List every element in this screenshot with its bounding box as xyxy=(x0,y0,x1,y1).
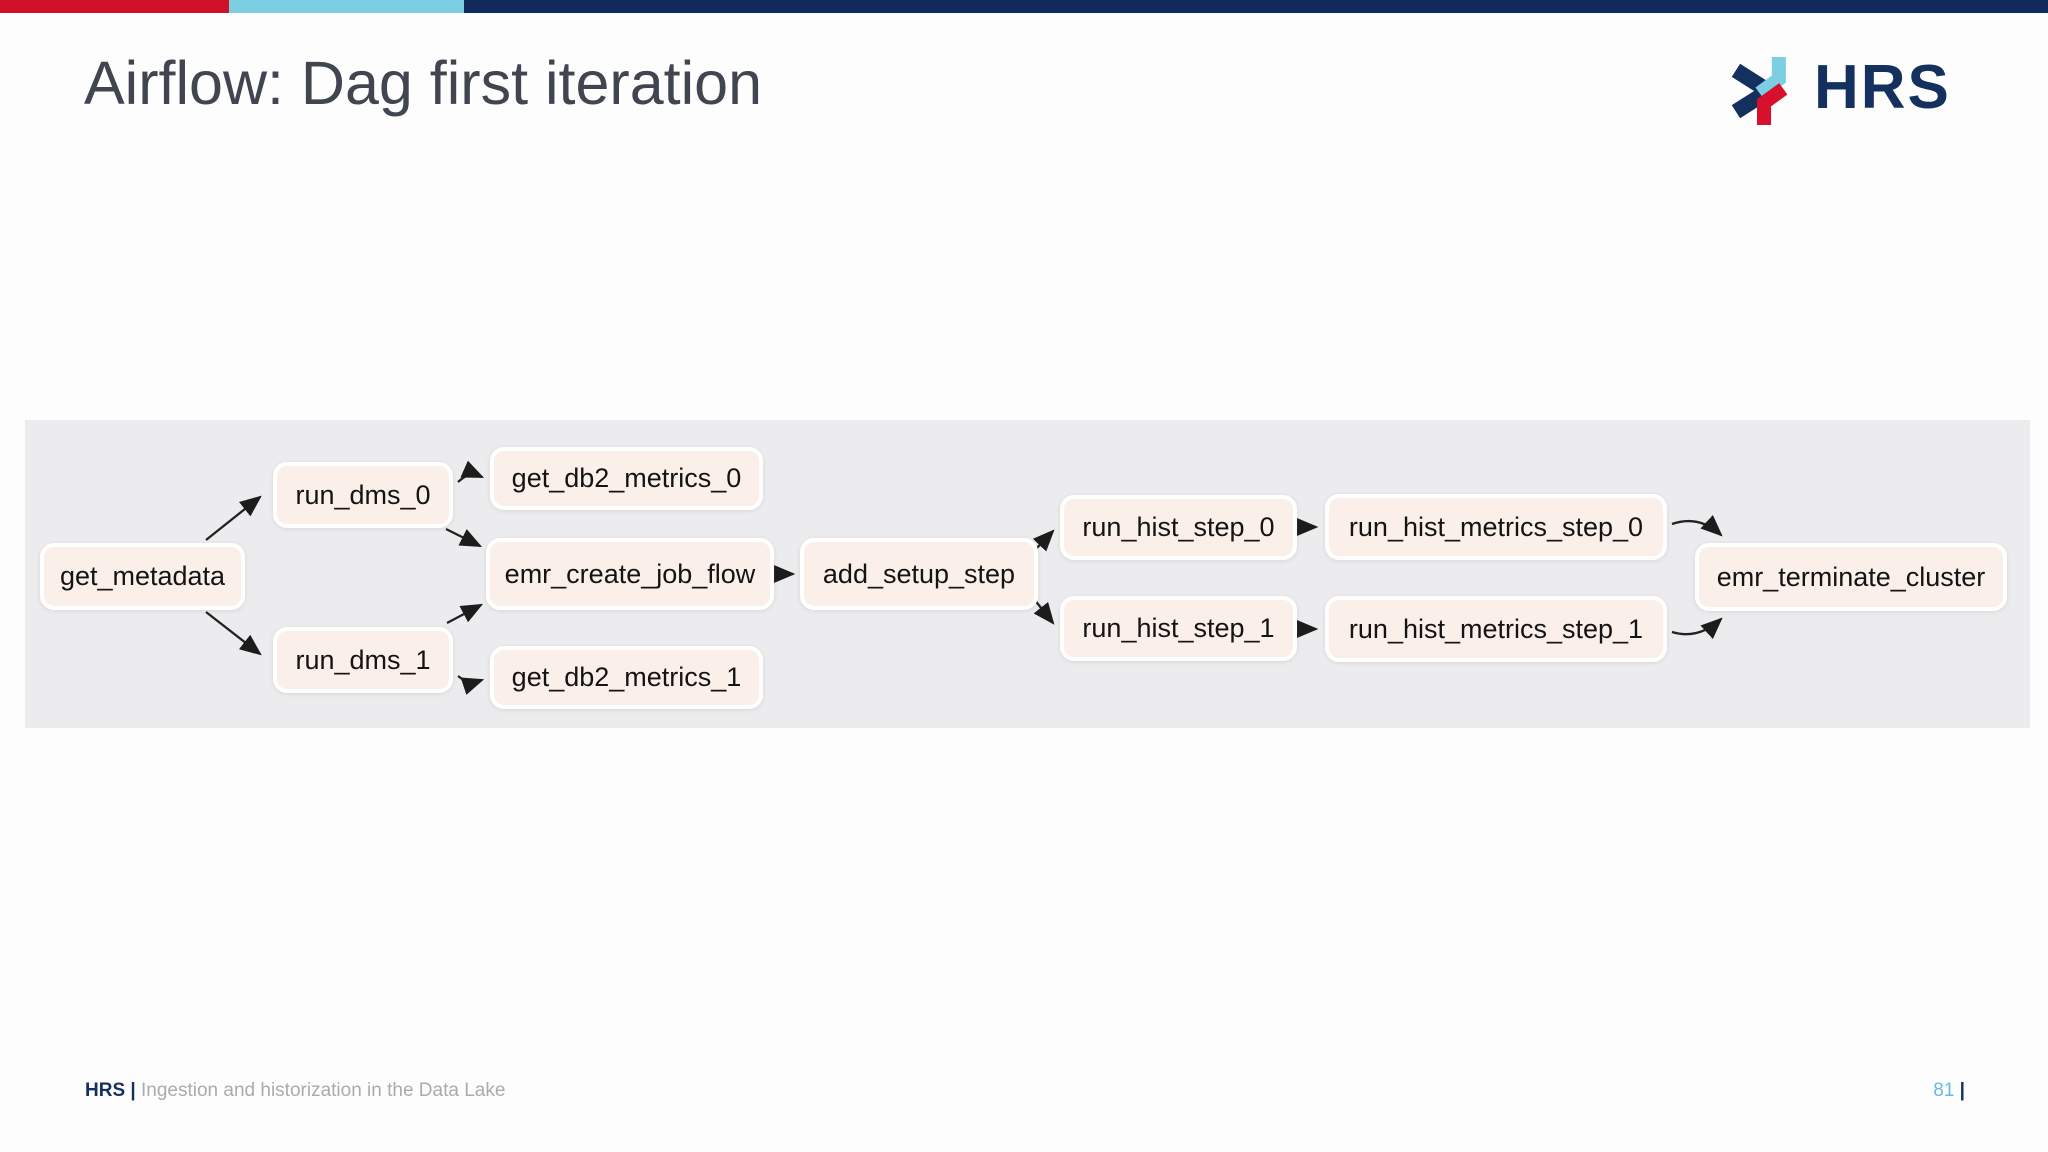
dag-node-get_metadata: get_metadata xyxy=(40,543,245,610)
hrs-logo-star-icon xyxy=(1731,56,1788,126)
top-bar-blue-segment xyxy=(229,0,464,13)
dag-node-run_dms_0: run_dms_0 xyxy=(273,462,453,528)
dag-node-run_hist_step_1: run_hist_step_1 xyxy=(1060,596,1297,661)
footer-left: HRS | Ingestion and historization in the… xyxy=(85,1080,505,1102)
dag-node-emr_terminate_cluster: emr_terminate_cluster xyxy=(1695,543,2007,611)
footer-subtitle: Ingestion and historization in the Data … xyxy=(141,1080,506,1101)
dag-node-add_setup_step: add_setup_step xyxy=(800,538,1038,610)
slide-footer: HRS | Ingestion and historization in the… xyxy=(0,1078,2048,1104)
dag-node-get_db2_metrics_1: get_db2_metrics_1 xyxy=(490,646,763,709)
dag-node-run_hist_metrics_step_0: run_hist_metrics_step_0 xyxy=(1325,494,1667,560)
footer-brand: HRS xyxy=(85,1080,126,1101)
top-bar-navy-segment xyxy=(464,0,2048,13)
dag-node-run_dms_1: run_dms_1 xyxy=(273,627,453,693)
footer-separator: | xyxy=(130,1080,136,1101)
dag-node-run_hist_metrics_step_1: run_hist_metrics_step_1 xyxy=(1325,596,1667,662)
hrs-logo-text: HRS xyxy=(1814,53,1951,122)
top-bar-red-segment xyxy=(0,0,229,13)
page-number-separator: | xyxy=(1959,1080,1965,1101)
dag-node-emr_create_job_flow: emr_create_job_flow xyxy=(486,538,774,610)
top-accent-bar xyxy=(0,0,2048,13)
page-number: 81 xyxy=(1933,1080,1955,1101)
dag-node-get_db2_metrics_0: get_db2_metrics_0 xyxy=(490,447,763,510)
page-title: Airflow: Dag first iteration xyxy=(84,49,762,117)
hrs-logo: HRS xyxy=(1730,52,1951,130)
footer-right: 81 | xyxy=(1933,1080,1965,1102)
dag-node-run_hist_step_0: run_hist_step_0 xyxy=(1060,495,1297,560)
